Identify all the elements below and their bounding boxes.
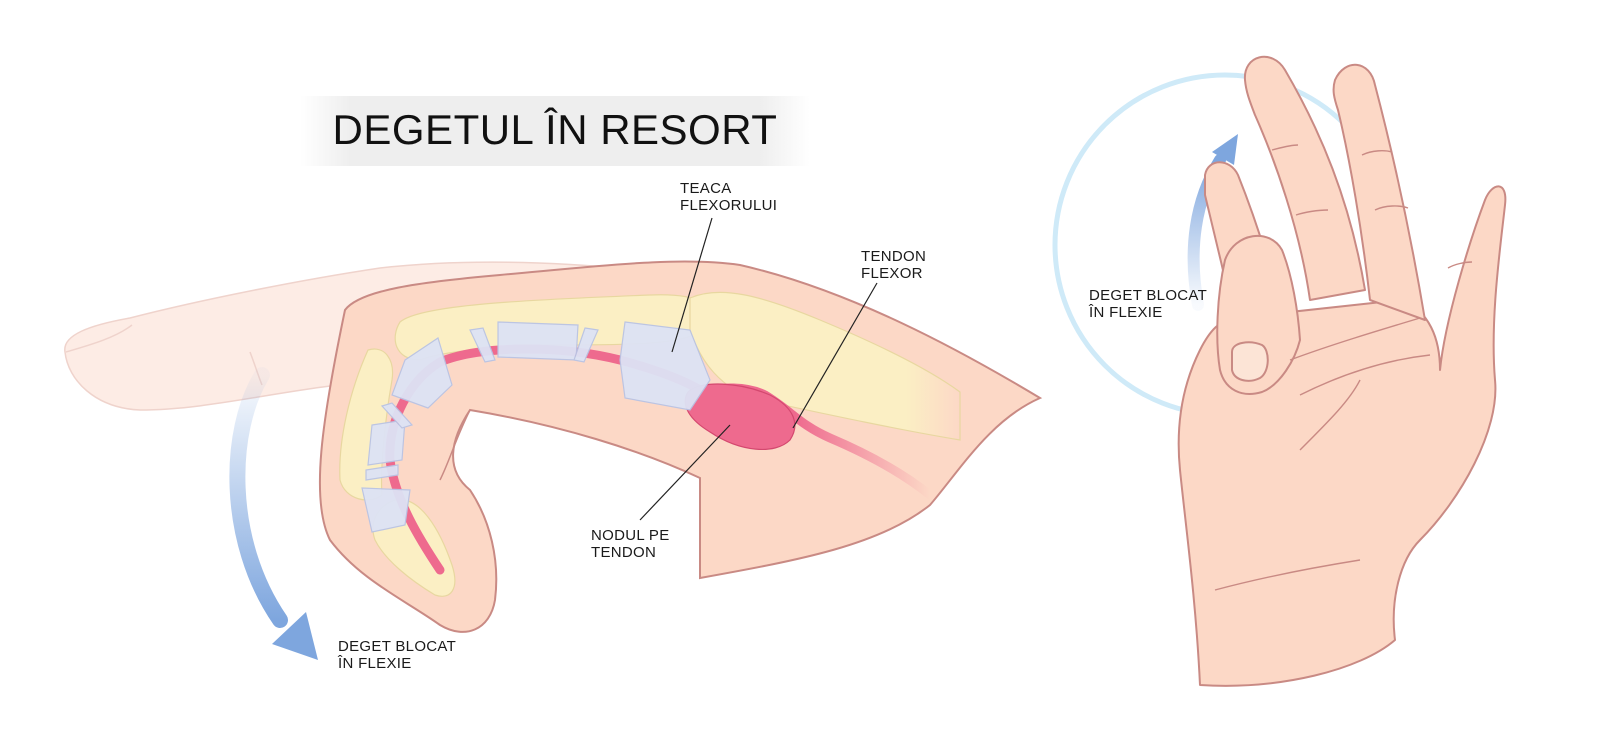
- bent-finger-section: [318, 260, 1043, 633]
- label-tendon-nodule-line2: TENDON: [591, 544, 657, 561]
- label-flexor-tendon: TENDON FLEXOR: [861, 248, 926, 282]
- hand-creases: [1214, 144, 1473, 591]
- label-flexor-sheath-line2: FLEXORULUI: [680, 197, 778, 214]
- label-locked-hand-line1: DEGET BLOCAT: [1089, 287, 1208, 304]
- label-flexor-tendon-line1: TENDON: [861, 248, 927, 265]
- title-banner: DEGETUL ÎN RESORT: [300, 96, 810, 166]
- label-locked-finger-line2: ÎN FLEXIE: [338, 655, 412, 672]
- flexion-arrow-left: [229, 367, 318, 660]
- diagram-title: DEGETUL ÎN RESORT: [332, 106, 778, 153]
- label-tendon-nodule-line1: NODUL PE: [591, 527, 670, 544]
- label-locked-hand-line2: ÎN FLEXIE: [1089, 304, 1163, 321]
- flexor-sheath: [361, 321, 711, 533]
- tendon-nodule: [684, 383, 796, 451]
- hand: [1177, 55, 1507, 687]
- label-tendon-nodule: NODUL PE TENDON: [591, 527, 670, 561]
- label-flexor-sheath: TEACA FLEXORULUI: [680, 180, 777, 214]
- label-flexor-tendon-line2: FLEXOR: [861, 265, 923, 282]
- label-locked-hand: DEGET BLOCAT ÎN FLEXIE: [1089, 287, 1207, 321]
- label-flexor-sheath-line1: TEACA: [680, 180, 732, 197]
- label-locked-finger: DEGET BLOCAT ÎN FLEXIE: [338, 638, 456, 672]
- leader-lines: [639, 217, 878, 521]
- label-locked-finger-line1: DEGET BLOCAT: [338, 638, 457, 655]
